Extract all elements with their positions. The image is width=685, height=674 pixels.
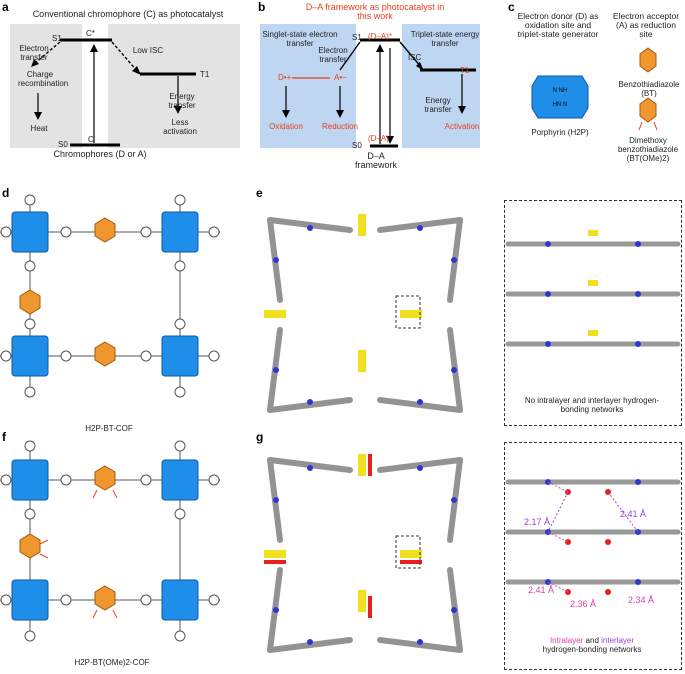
panel-label-a: a [2,0,9,14]
panel-a-energy-transfer: Energy transfer [168,92,196,110]
panel-b-energy-transfer: Energy transfer [424,96,452,114]
panel-a-s1: S1 [52,34,62,43]
panel-b-triplet: Triplet-state energy transfer [410,30,480,48]
panel-a-strip [82,24,108,148]
panel-a-c-star: C* [86,29,95,38]
panel-a-charge-recombination: Charge recombination [18,70,69,88]
distance-label-2: 2.41 Å [620,509,647,519]
caption-intralayer: Intralayer [549,636,584,645]
porphyrin-structure-icon: N NH HN N [531,75,589,119]
panel-f-caption: H2P-BT(OMe)2-COF [74,658,150,667]
panel-a-electron-transfer: Electron transfer [19,44,49,62]
panel-a-heat: Heat [30,124,48,133]
panel-label-e: e [256,186,263,200]
caption-interlayer: interlayer [601,636,635,645]
panel-a-background [10,24,240,148]
panel-label-f: f [2,430,6,444]
panel-b-s1: S1 [352,33,362,42]
panel-g-inset-model [505,479,681,595]
panel-b-reduction: Reduction [321,122,359,131]
panel-e-inset [504,200,682,426]
panel-b-s0: S0 [352,141,362,150]
panel-b-caption: D–A framework [354,151,397,170]
panel-e-inset-caption: No intralayer and interlayer hydrogen-bo… [524,396,660,414]
panel-label-g: g [256,430,264,444]
panel-a-low-isc: Low ISC [132,46,164,55]
h2p-bt-cof-structure [0,194,220,398]
panel-label-c: c [508,0,515,14]
panel-b-t1: T1 [460,66,470,75]
panel-a-energy-diagram [31,38,196,147]
panel-b-oxidation: Oxidation [269,122,303,131]
panel-b-activation: Activation [444,122,480,131]
panel-c-acceptor-title: Electron acceptor (A) as reduction site [612,11,680,39]
panel-b-energy-diagram [282,38,476,148]
h2p-btome-cof-structure [0,440,220,642]
panel-b-strip [356,24,402,148]
panel-a-s0: S0 [58,140,68,149]
svg-text:N NH: N NH [553,88,568,94]
panel-a-t1: T1 [200,70,210,79]
panel-b-title: D–A framework as photocatalyst in this w… [305,2,445,21]
panel-b-d-plus: D•+ [278,73,292,82]
panel-label-b: b [258,0,266,14]
panel-b-isc: ISC [408,53,422,62]
panel-e-inset-model [505,230,681,347]
panel-b-da: (D–A) [368,134,389,143]
distance-label-1: 2.17 Å [524,517,551,527]
h2p-bt-cof-3d-model [264,214,463,413]
panel-c-donor-title: Electron donor (D) as oxidation site and… [517,11,599,39]
distance-label-3: 2.41 Å [528,585,555,595]
caption-and: and [585,636,599,645]
panel-b-a-minus: A•− [334,73,347,82]
panel-b-singlet: Singlet-state electron transfer [262,30,338,48]
distance-label-5: 2.34 Å [628,595,655,605]
panel-a-title: Conventional chromophore (C) as photocat… [32,9,224,19]
panel-d-caption: H2P-BT-COF [85,424,133,433]
panel-a-caption: Chromophores (D or A) [53,149,147,159]
panel-c-porphyrin-label: Porphyrin (H2P) [531,128,589,137]
panel-c-btome-label: Dimethoxy benzothiadiazole (BT(OMe)2) [617,136,679,163]
panel-b-electron-transfer: Electron transfer [318,46,348,64]
caption-rest: hydrogen-bonding networks [542,645,642,654]
distance-label-4: 2.36 Å [570,599,597,609]
panel-c-bt-label: Benzothiadiazole (BT) [618,80,680,98]
panel-a-less-activation: Less activation [163,118,197,136]
panel-b-da-star: (D–A)* [368,32,393,41]
panel-g-inset-caption: Intralayer and interlayer hydrogen-bondi… [512,636,672,654]
panel-label-d: d [2,186,10,200]
svg-text:HN N: HN N [553,102,568,108]
bt-structure-icon [639,47,657,73]
panel-a-c: C [88,135,94,144]
h2p-btome-cof-3d-model [264,454,463,653]
btome-structure-icon [638,97,658,131]
